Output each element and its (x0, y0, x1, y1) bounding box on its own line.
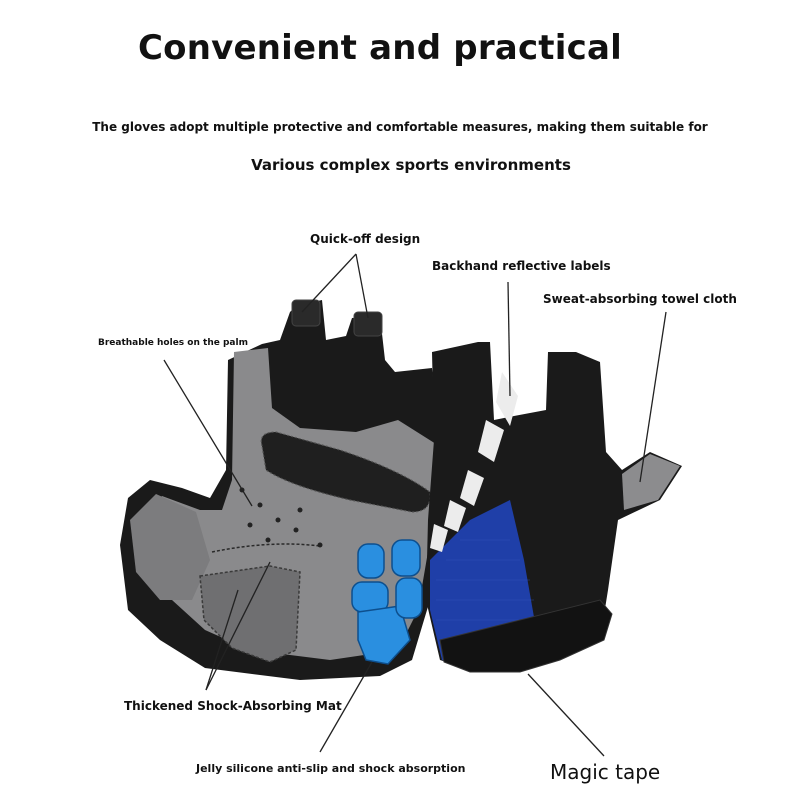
subtitle-line-1: The gloves adopt multiple protective and… (92, 120, 708, 134)
line-reflective (507, 281, 511, 397)
label-shock-mat: Thickened Shock-Absorbing Mat (124, 699, 342, 713)
thumb-pad (130, 494, 210, 600)
line-mat-1 (205, 561, 271, 691)
page-title: Convenient and practical (138, 28, 622, 68)
line-holes (163, 359, 253, 507)
quick-off-tab-right (353, 311, 383, 337)
callout-lines (163, 253, 667, 757)
reflective-stripes (430, 372, 518, 552)
line-quick-off-left (301, 253, 357, 313)
shock-pad-lower (199, 565, 301, 663)
label-backhand-reflective: Backhand reflective labels (432, 259, 611, 273)
towel-cloth-thumb (622, 454, 680, 510)
shock-pad-upper (260, 431, 431, 513)
label-towel-cloth: Sweat-absorbing towel cloth (543, 292, 737, 306)
subtitle-line-2: Various complex sports environments (251, 156, 571, 174)
jelly-gel-pads (351, 539, 423, 665)
quick-off-tab-left (291, 299, 321, 327)
label-jelly-silicone: Jelly silicone anti-slip and shock absor… (196, 762, 466, 775)
line-quick-off-right (355, 253, 369, 319)
line-jelly (319, 661, 373, 753)
line-towel (639, 311, 667, 483)
label-breathable-holes: Breathable holes on the palm (98, 338, 248, 348)
label-magic-tape: Magic tape (550, 760, 661, 784)
shock-pad-stitch (211, 543, 321, 553)
line-mat-2 (205, 589, 239, 691)
back-glove (426, 342, 682, 673)
palm-glove (120, 299, 440, 680)
line-magic (527, 673, 605, 757)
breathable-holes (239, 487, 323, 548)
magic-tape-strap (439, 599, 613, 673)
label-quick-off-design: Quick-off design (310, 232, 421, 246)
